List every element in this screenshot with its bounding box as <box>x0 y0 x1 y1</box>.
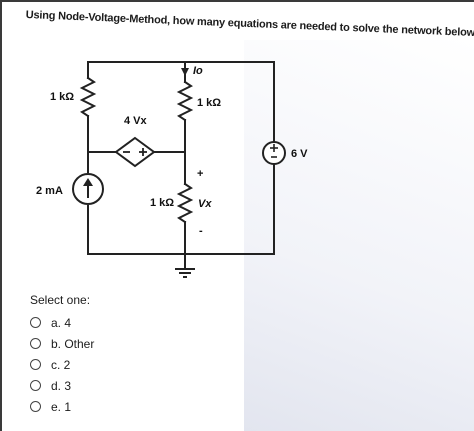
label-vx: Vx <box>198 198 212 210</box>
answer-options: a. 4 b. Other c. 2 d. 3 e. 1 <box>30 312 94 417</box>
option-label: e. 1 <box>51 399 72 414</box>
label-current-source: 2 mA <box>36 185 63 197</box>
resistor-top-left <box>79 76 97 118</box>
left-border <box>0 0 2 431</box>
resistor-top-right <box>176 80 194 122</box>
label-vx-minus: - <box>199 225 203 237</box>
label-r-top-left: 1 kΩ <box>50 91 74 103</box>
option-label: a. 4 <box>51 315 72 330</box>
label-voltage-source: 6 V <box>291 148 308 160</box>
option-d[interactable]: d. 3 <box>30 375 94 396</box>
option-label: b. Other <box>51 336 95 351</box>
radio-icon[interactable] <box>30 317 41 328</box>
label-r-bottom-mid: 1 kΩ <box>150 197 174 209</box>
voltage-source-icon <box>262 141 286 165</box>
resistor-bottom-mid <box>176 182 194 224</box>
option-b[interactable]: b. Other <box>30 333 94 354</box>
current-source-icon <box>72 173 104 205</box>
radio-icon[interactable] <box>30 401 41 412</box>
ground-icon <box>175 268 195 278</box>
label-current: Io <box>193 65 203 77</box>
question-text: Using Node-Voltage-Method, how many equa… <box>25 9 474 40</box>
label-dependent-source: 4 Vx <box>124 115 148 127</box>
radio-icon[interactable] <box>30 359 41 370</box>
select-prompt: Select one: <box>30 293 91 307</box>
option-c[interactable]: c. 2 <box>30 354 94 375</box>
dependent-source-icon <box>114 136 156 168</box>
option-label: d. 3 <box>51 378 72 393</box>
top-border <box>0 0 474 2</box>
circuit-diagram: 1 kΩ 4 Vx Io 1 kΩ 2 mA 1 kΩ Vx + - 6 V <box>36 61 308 278</box>
label-vx-plus: + <box>197 168 203 180</box>
label-r-top-right: 1 kΩ <box>197 97 221 109</box>
option-a[interactable]: a. 4 <box>30 312 94 333</box>
option-label: c. 2 <box>51 357 71 372</box>
current-arrow-icon <box>181 68 189 76</box>
radio-icon[interactable] <box>30 338 41 349</box>
radio-icon[interactable] <box>30 380 41 391</box>
option-e[interactable]: e. 1 <box>30 396 94 417</box>
